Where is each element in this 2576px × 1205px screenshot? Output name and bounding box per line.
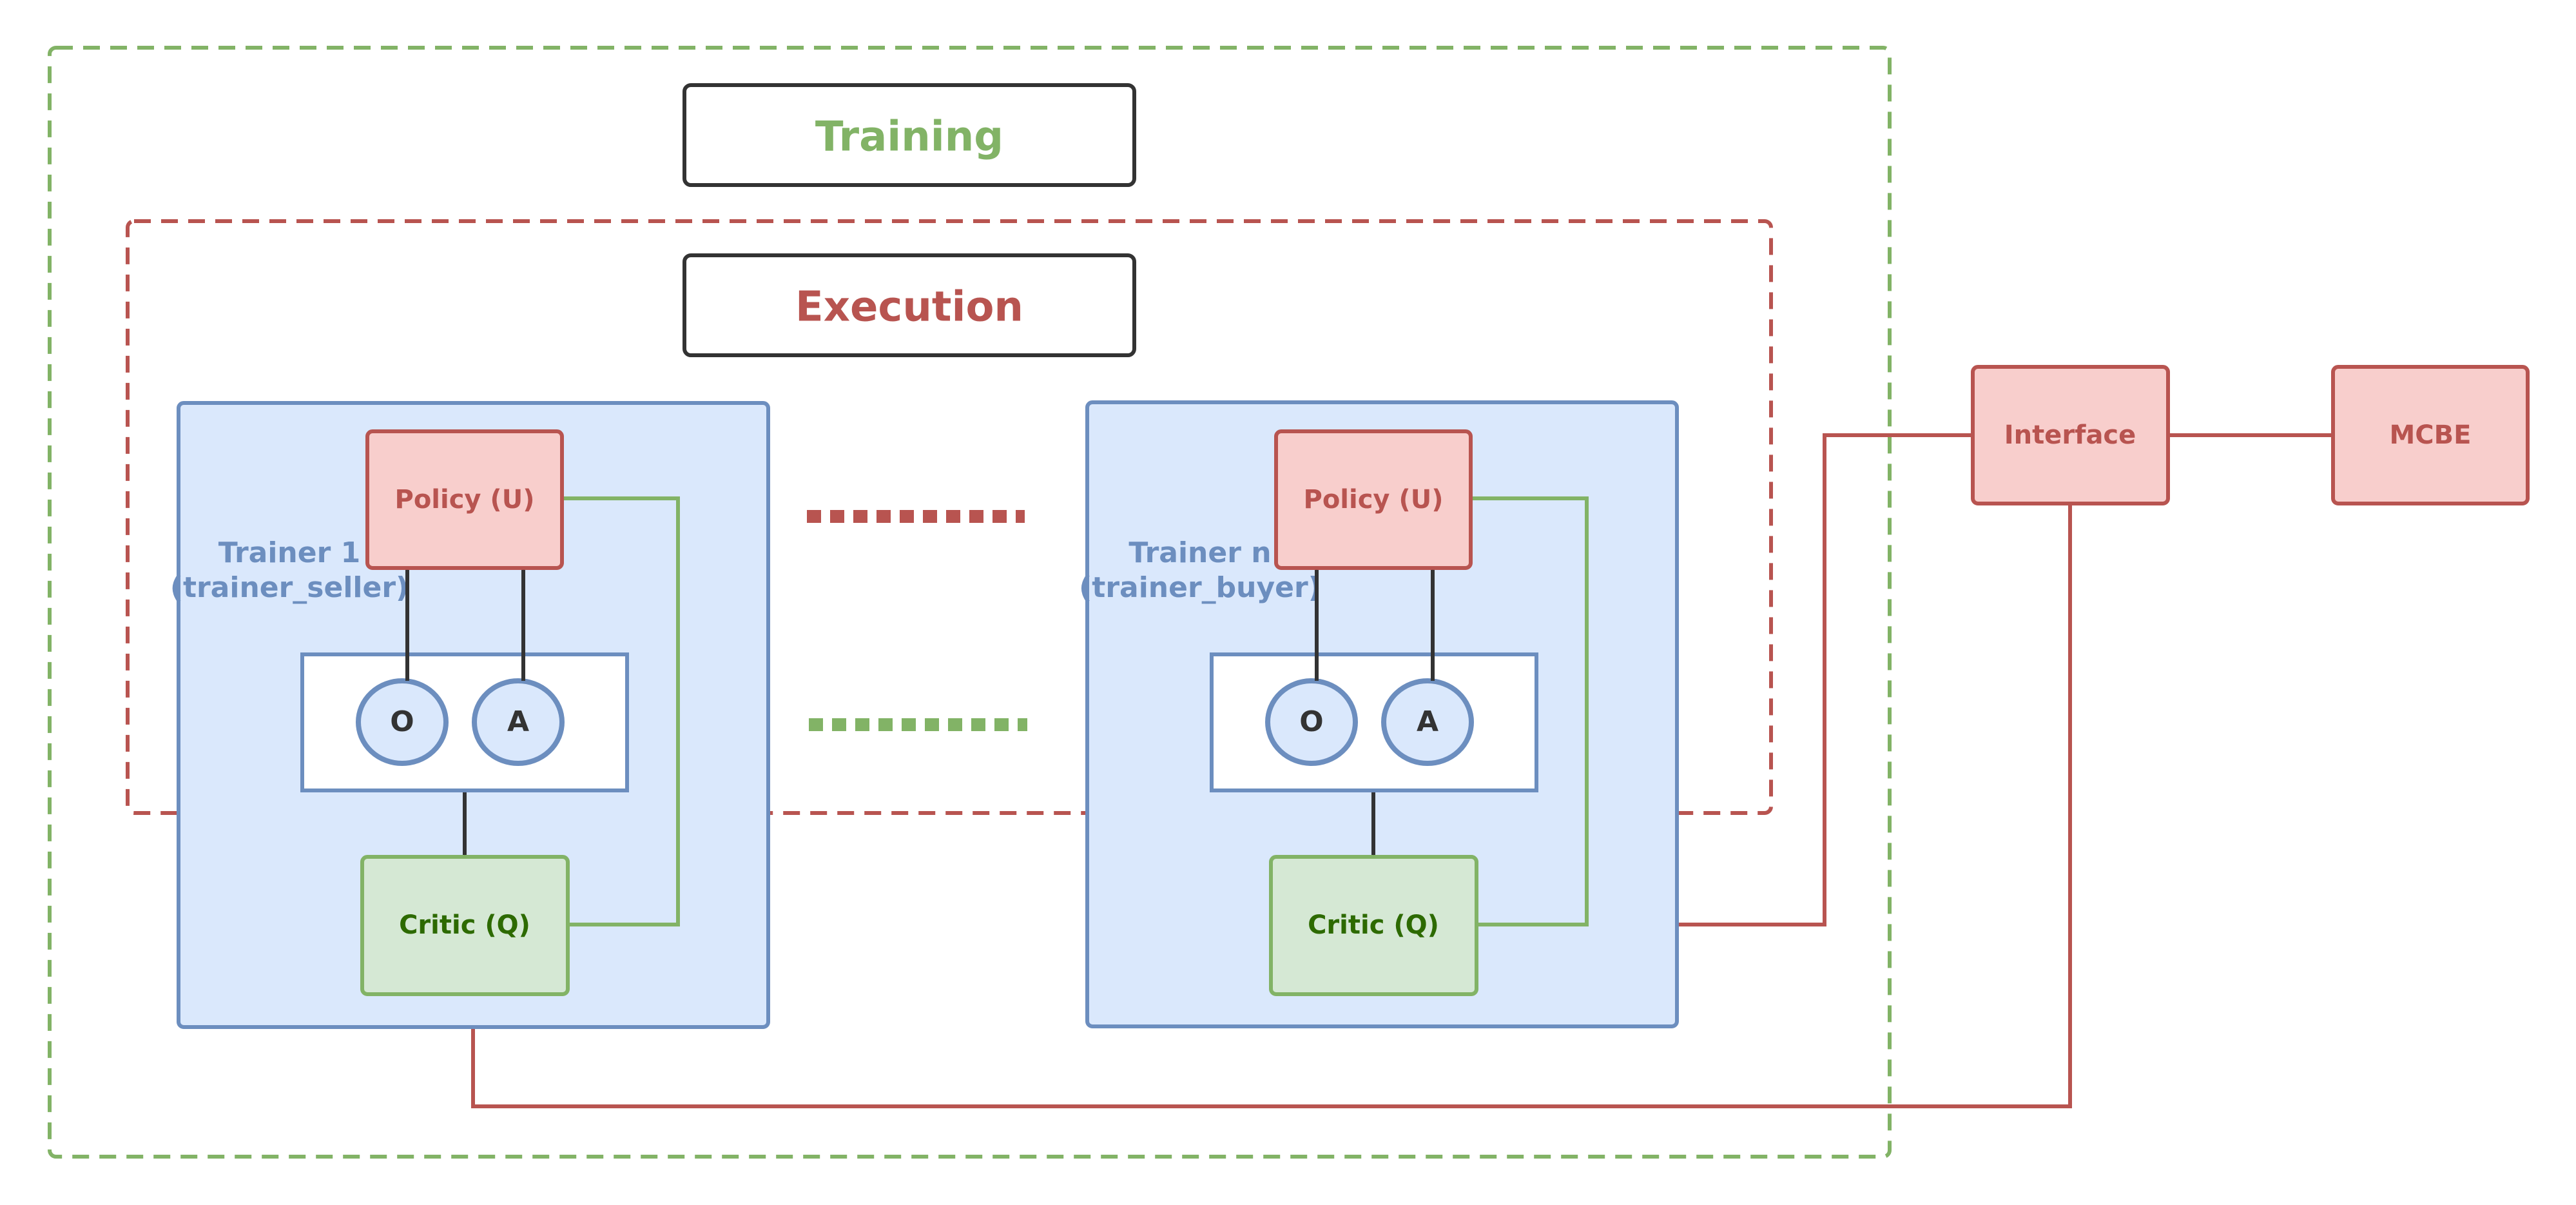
trainer-n-obs-label: O <box>1299 705 1323 738</box>
trainer-1-obs-label: O <box>390 705 414 738</box>
trainer-n-interface-arrow <box>1678 433 1971 926</box>
trainer-n-obs-action-box <box>1210 652 1538 792</box>
trainer-1-policy-label: Policy (U) <box>395 485 535 514</box>
execution-title-box: Execution <box>683 253 1136 357</box>
trainer-n-critic-label: Critic (Q) <box>1308 910 1439 940</box>
interface-label: Interface <box>2004 420 2136 450</box>
mcbe-node: MCBE <box>2331 365 2530 505</box>
training-title-box: Training <box>683 83 1136 187</box>
trainer-1-obs-action-box <box>300 652 629 792</box>
trainer-n-action-label: A <box>1417 705 1438 738</box>
trainer-n: Policy (U) Trainer n (trainer_buyer) O A… <box>1079 400 1679 1028</box>
trainer-1: Policy (U) Trainer 1 (trainer_seller) O … <box>170 401 770 1029</box>
trainer-n-name-line1: Trainer n <box>1128 536 1271 569</box>
trainer-1-name-line1: Trainer 1 <box>218 536 360 569</box>
trainer-1-name-line2: (trainer_seller) <box>170 571 409 604</box>
trainer-1-interface-arrow <box>471 505 2072 1108</box>
trainer-1-action-label: A <box>507 705 529 738</box>
trainer-n-name-line2: (trainer_buyer) <box>1079 571 1321 604</box>
trainer-n-policy-label: Policy (U) <box>1304 485 1444 514</box>
trainer-1-critic-label: Critic (Q) <box>399 910 530 940</box>
interface-node: Interface <box>1971 365 2170 505</box>
execution-title: Execution <box>795 284 1023 331</box>
mcbe-label: MCBE <box>2390 420 2472 450</box>
trainer-1-obs-node <box>356 678 449 766</box>
training-title: Training <box>815 113 1003 161</box>
